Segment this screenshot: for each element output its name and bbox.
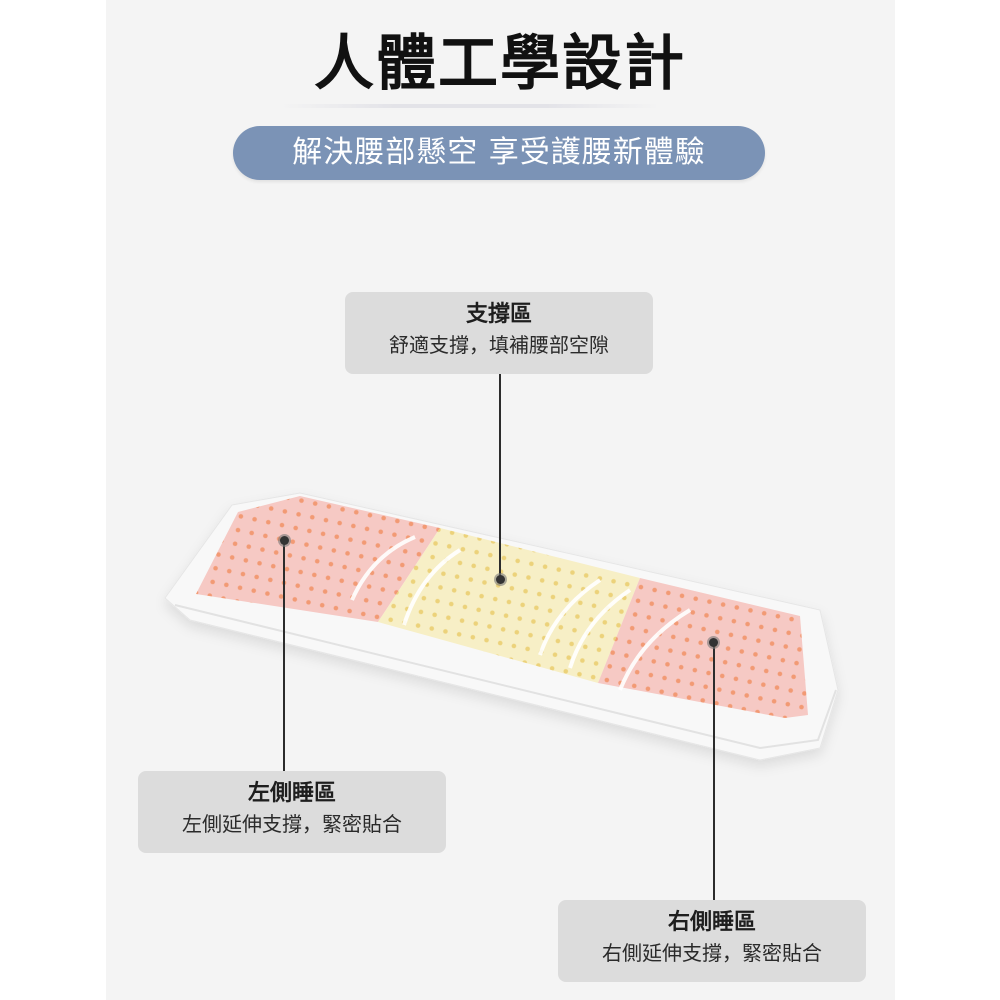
callout-title: 左側睡區 [247, 781, 336, 806]
title-divider [280, 104, 660, 108]
left-sleep-zone [196, 496, 440, 622]
right-leader-line [713, 642, 715, 900]
support-marker-dot [496, 575, 505, 584]
page-title: 人體工學設計 [314, 29, 686, 99]
callout-title: 右側睡區 [667, 910, 756, 935]
callout-description: 右側延伸支撐，緊密貼合 [602, 941, 822, 965]
callout-support-zone: 支撐區 舒適支撐，填補腰部空隙 [345, 292, 653, 374]
support-leader-line [499, 374, 501, 579]
callout-right-sleep-zone: 右側睡區 右側延伸支撐，緊密貼合 [558, 900, 866, 982]
callout-title: 支撐區 [465, 302, 532, 327]
left-marker-dot [280, 536, 289, 545]
subtitle-banner: 解決腰部懸空 享受護腰新體驗 [233, 126, 765, 180]
left-leader-line [283, 540, 285, 771]
callout-description: 左側延伸支撐，緊密貼合 [182, 812, 402, 836]
right-marker-dot [709, 638, 718, 647]
support-zone [378, 528, 640, 683]
right-sleep-zone [598, 578, 808, 718]
callout-description: 舒適支撐，填補腰部空隙 [389, 333, 609, 357]
callout-left-sleep-zone: 左側睡區 左側延伸支撐，緊密貼合 [138, 771, 446, 853]
